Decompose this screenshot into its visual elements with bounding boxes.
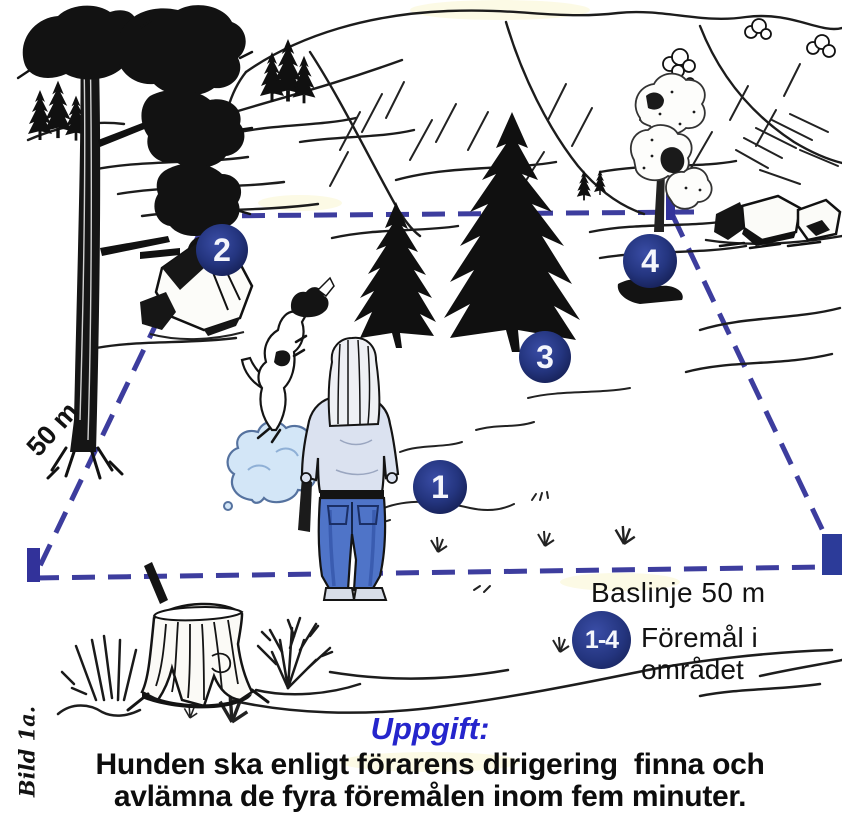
tree-stump <box>60 562 334 712</box>
corner-marker-front-right <box>822 534 842 575</box>
boundary-baseline <box>35 564 829 581</box>
corner-marker-front-left <box>27 548 40 582</box>
search-marker-1: 1 <box>413 460 467 514</box>
svg-text:1: 1 <box>431 469 449 505</box>
jeans-pockets <box>326 505 380 525</box>
search-area-boundary <box>35 209 835 581</box>
ground-squiggles <box>351 387 631 593</box>
grass-clump <box>60 634 138 702</box>
svg-text:4: 4 <box>641 243 659 279</box>
task-block: Uppgift: Hunden ska enligt förarens diri… <box>56 711 804 813</box>
handler-figure <box>298 336 400 601</box>
search-marker-3: 3 <box>519 331 571 383</box>
snow-patches <box>662 18 836 87</box>
figure-caption: Bild 1a. <box>14 705 40 798</box>
bush <box>256 616 334 690</box>
pine-tree <box>16 5 254 480</box>
task-line-1: Hunden ska enligt förarens dirigering fi… <box>95 748 765 781</box>
search-marker-2: 2 <box>196 224 248 276</box>
baseline-label: Baslinje 50 m <box>591 577 766 608</box>
legend-label: Föremål i området <box>641 622 758 685</box>
fir-cluster-left <box>28 80 87 141</box>
search-marker-4: 4 <box>623 234 677 288</box>
spruce-tree-small <box>354 202 436 348</box>
boulder-cluster <box>714 194 842 250</box>
spruce-tree-large <box>444 112 580 352</box>
aspen-tree <box>629 72 713 232</box>
corner-marker-back-right <box>666 186 675 220</box>
boundary-right-line <box>670 214 835 552</box>
scan-smudges <box>160 0 680 772</box>
dust-cloud <box>223 420 322 511</box>
legend-badge-text: 1-4 <box>584 625 619 654</box>
bottom-terrain <box>56 648 842 717</box>
svg-text:3: 3 <box>536 339 554 375</box>
task-heading: Uppgift: <box>370 711 490 746</box>
legend-badge-1-4: 1-4 <box>572 611 631 669</box>
jumping-dog <box>240 276 335 444</box>
boundary-back-line <box>205 209 695 219</box>
fir-cluster-top <box>260 39 606 201</box>
task-line-2: avlämna de fyra föremålen inom fem minut… <box>113 780 747 813</box>
search-markers: 1 2 3 4 <box>196 224 677 514</box>
hair-strands <box>337 339 371 426</box>
object-4-spot <box>617 278 683 304</box>
svg-text:2: 2 <box>213 232 231 268</box>
boundary-left-line <box>35 218 209 572</box>
